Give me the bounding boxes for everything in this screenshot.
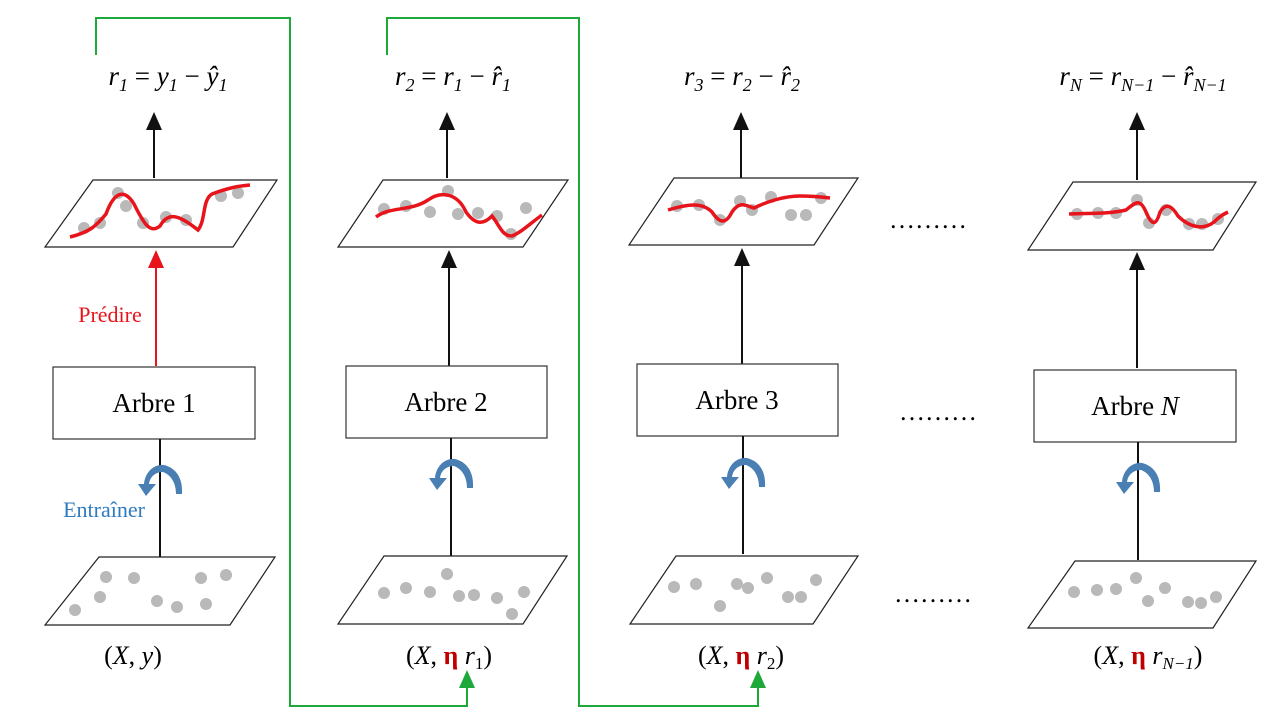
data-points-1 bbox=[69, 569, 232, 616]
data-plane-n bbox=[1026, 560, 1258, 629]
data-points-2 bbox=[378, 568, 530, 620]
input-data-label-3: (X, η r2) bbox=[698, 641, 784, 673]
data-plane-2 bbox=[336, 555, 569, 625]
stage-n: rN = rN−1 − r̂N−1 Arbre N (X, η rN−1) bbox=[1026, 61, 1258, 673]
residual-formula-3: r3 = r2 − r̂2 bbox=[684, 61, 800, 95]
residual-formula-n: rN = rN−1 − r̂N−1 bbox=[1059, 61, 1226, 95]
data-points-3 bbox=[668, 572, 822, 612]
feedback-lines bbox=[95, 17, 766, 707]
stage-3: r3 = r2 − r̂2 Arbre 3 (X, η r2) bbox=[627, 61, 860, 673]
data-plane-1 bbox=[43, 556, 277, 626]
feedback-line-r1 bbox=[95, 17, 475, 707]
tree-label-2: Arbre 2 bbox=[404, 387, 487, 417]
tree-box-3 bbox=[636, 363, 839, 437]
prediction-curve-1 bbox=[69, 183, 251, 239]
ellipsis-bottom: ……… bbox=[894, 579, 972, 608]
stage-1: r1 = y1 − ŷ1 Prédire Arbre 1 Entraîner (… bbox=[43, 61, 279, 670]
input-data-label-n: (X, η rN−1) bbox=[1094, 641, 1203, 673]
train-label: Entraîner bbox=[63, 497, 146, 522]
tree-box-n bbox=[1033, 369, 1237, 443]
train-curl-icon-n bbox=[1116, 462, 1161, 494]
train-curl-icon-1 bbox=[138, 464, 183, 496]
prediction-curve-n bbox=[1068, 201, 1229, 229]
train-curl-icon-2 bbox=[429, 458, 474, 490]
ellipsis-middle: ……… bbox=[899, 397, 977, 426]
ellipsis-top: ……… bbox=[889, 205, 967, 234]
residual-formula-1: r1 = y1 − ŷ1 bbox=[109, 61, 228, 95]
train-curl-icon-3 bbox=[721, 457, 766, 489]
prediction-plane-3 bbox=[627, 177, 860, 246]
feedback-line-r2 bbox=[386, 17, 766, 707]
tree-box-1 bbox=[52, 366, 256, 440]
predict-label: Prédire bbox=[78, 302, 142, 327]
tree-label-1: Arbre 1 bbox=[112, 388, 195, 418]
input-data-label-1: (X, y) bbox=[104, 641, 162, 670]
residual-formula-2: r2 = r1 − r̂1 bbox=[395, 61, 511, 95]
input-data-label-2: (X, η r1) bbox=[406, 641, 492, 673]
stage-2: r2 = r1 − r̂1 Arbre 2 (X, η r1) bbox=[336, 61, 570, 673]
prediction-plane-n bbox=[1026, 181, 1258, 251]
tree-box-2 bbox=[345, 365, 548, 439]
prediction-curve-3 bbox=[667, 194, 831, 223]
tree-label-3: Arbre 3 bbox=[695, 385, 778, 415]
tree-label-n: Arbre N bbox=[1091, 391, 1181, 421]
prediction-curve-2 bbox=[374, 192, 544, 238]
data-points-n bbox=[1068, 572, 1222, 609]
